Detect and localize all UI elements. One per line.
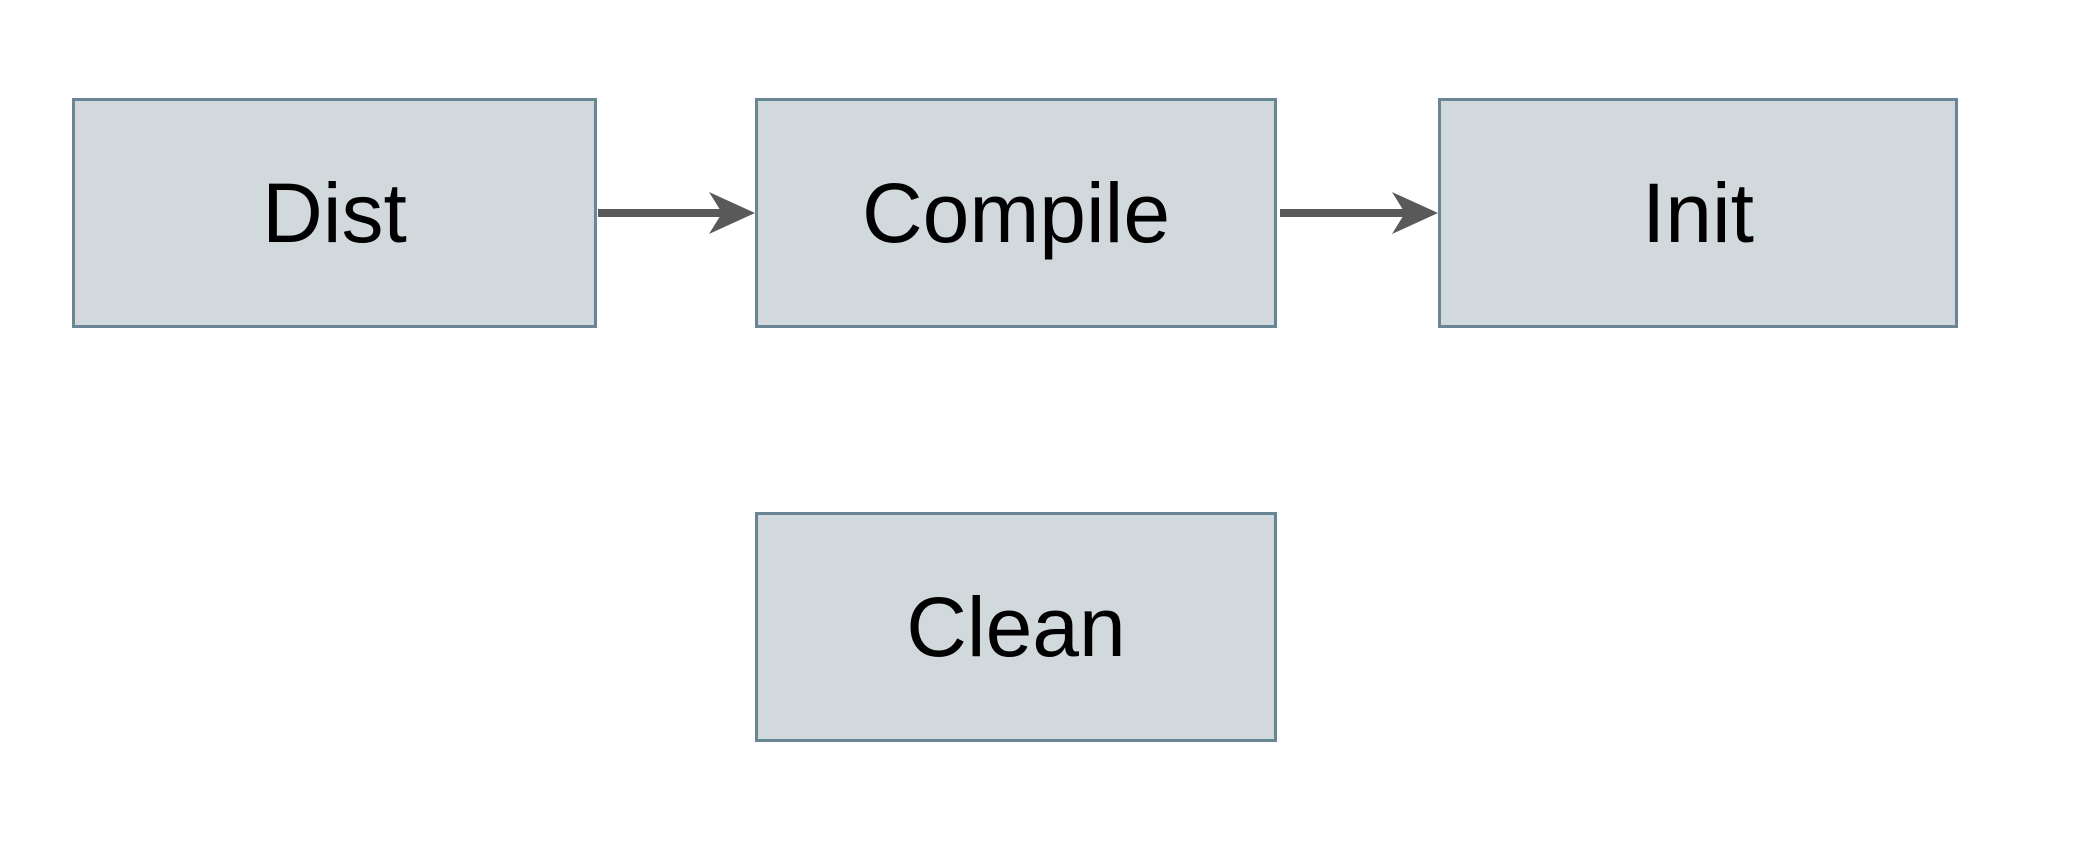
node-init-label: Init xyxy=(1641,166,1755,260)
node-clean-label: Clean xyxy=(906,580,1126,674)
node-clean: Clean xyxy=(755,512,1277,742)
node-compile-label: Compile xyxy=(861,166,1171,260)
node-compile: Compile xyxy=(755,98,1277,328)
connector-dist-to-compile xyxy=(598,192,755,234)
arrowhead-icon xyxy=(709,192,755,234)
node-init: Init xyxy=(1438,98,1958,328)
node-dist: Dist xyxy=(72,98,597,328)
arrowhead-icon xyxy=(1392,192,1438,234)
node-dist-label: Dist xyxy=(262,166,407,260)
connector-compile-to-init xyxy=(1280,192,1438,234)
